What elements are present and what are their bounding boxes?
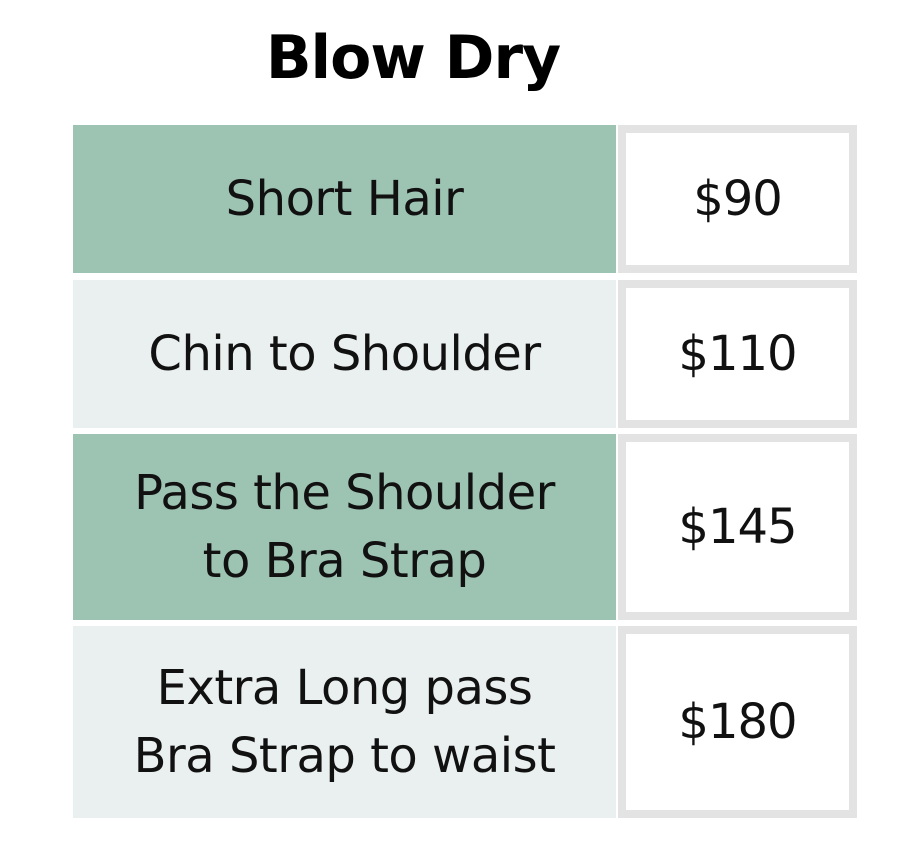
service-label: Pass the Shoulder to Bra Strap [73,434,616,620]
service-label: Short Hair [73,125,616,273]
table-row: Extra Long pass Bra Strap to waist $180 [73,626,857,818]
service-price: $110 [626,288,849,420]
price-cell: $110 [618,280,857,428]
price-cell: $90 [618,125,857,273]
table-row: Chin to Shoulder $110 [73,280,857,428]
service-price: $145 [626,442,849,612]
table-row: Pass the Shoulder to Bra Strap $145 [73,434,857,620]
table-row: Short Hair $90 [73,125,857,273]
price-cell: $180 [618,626,857,818]
service-label: Chin to Shoulder [73,280,616,428]
service-price: $90 [626,133,849,265]
page-title: Blow Dry [265,23,561,93]
price-cell: $145 [618,434,857,620]
service-label: Extra Long pass Bra Strap to waist [73,626,616,818]
service-price: $180 [626,634,849,810]
